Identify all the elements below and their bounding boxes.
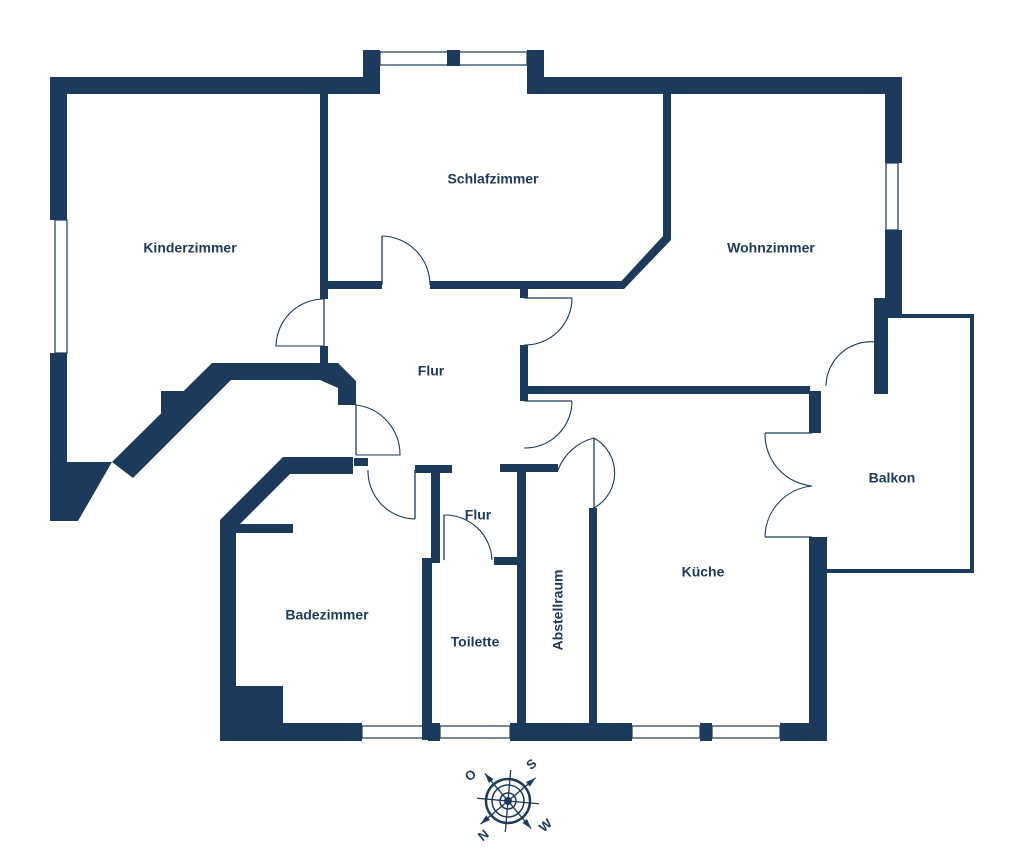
compass-west-label: W	[536, 815, 556, 835]
room-label-flur-small: Flur	[465, 507, 492, 523]
room-label-kinderzimmer: Kinderzimmer	[143, 240, 237, 256]
room-label-kueche: Küche	[682, 564, 725, 580]
room-label-schlafzimmer: Schlafzimmer	[447, 171, 539, 187]
compass-east-label: O	[462, 766, 479, 784]
interior-walls	[320, 94, 810, 741]
room-label-wohnzimmer: Wohnzimmer	[727, 240, 815, 256]
room-label-abstellraum: Abstellraum	[550, 570, 566, 651]
compass-south-label: S	[523, 755, 540, 772]
compass-rose-icon	[476, 769, 540, 833]
room-label-badezimmer: Badezimmer	[285, 607, 369, 623]
doors	[275, 235, 877, 561]
room-label-balkon: Balkon	[869, 470, 916, 486]
outer-walls	[50, 50, 974, 741]
room-label-toilette: Toilette	[451, 634, 500, 650]
compass-north-label: N	[475, 826, 492, 844]
room-label-flur-main: Flur	[418, 363, 445, 379]
room-labels: Kinderzimmer Schlafzimmer Wohnzimmer Flu…	[143, 171, 915, 651]
